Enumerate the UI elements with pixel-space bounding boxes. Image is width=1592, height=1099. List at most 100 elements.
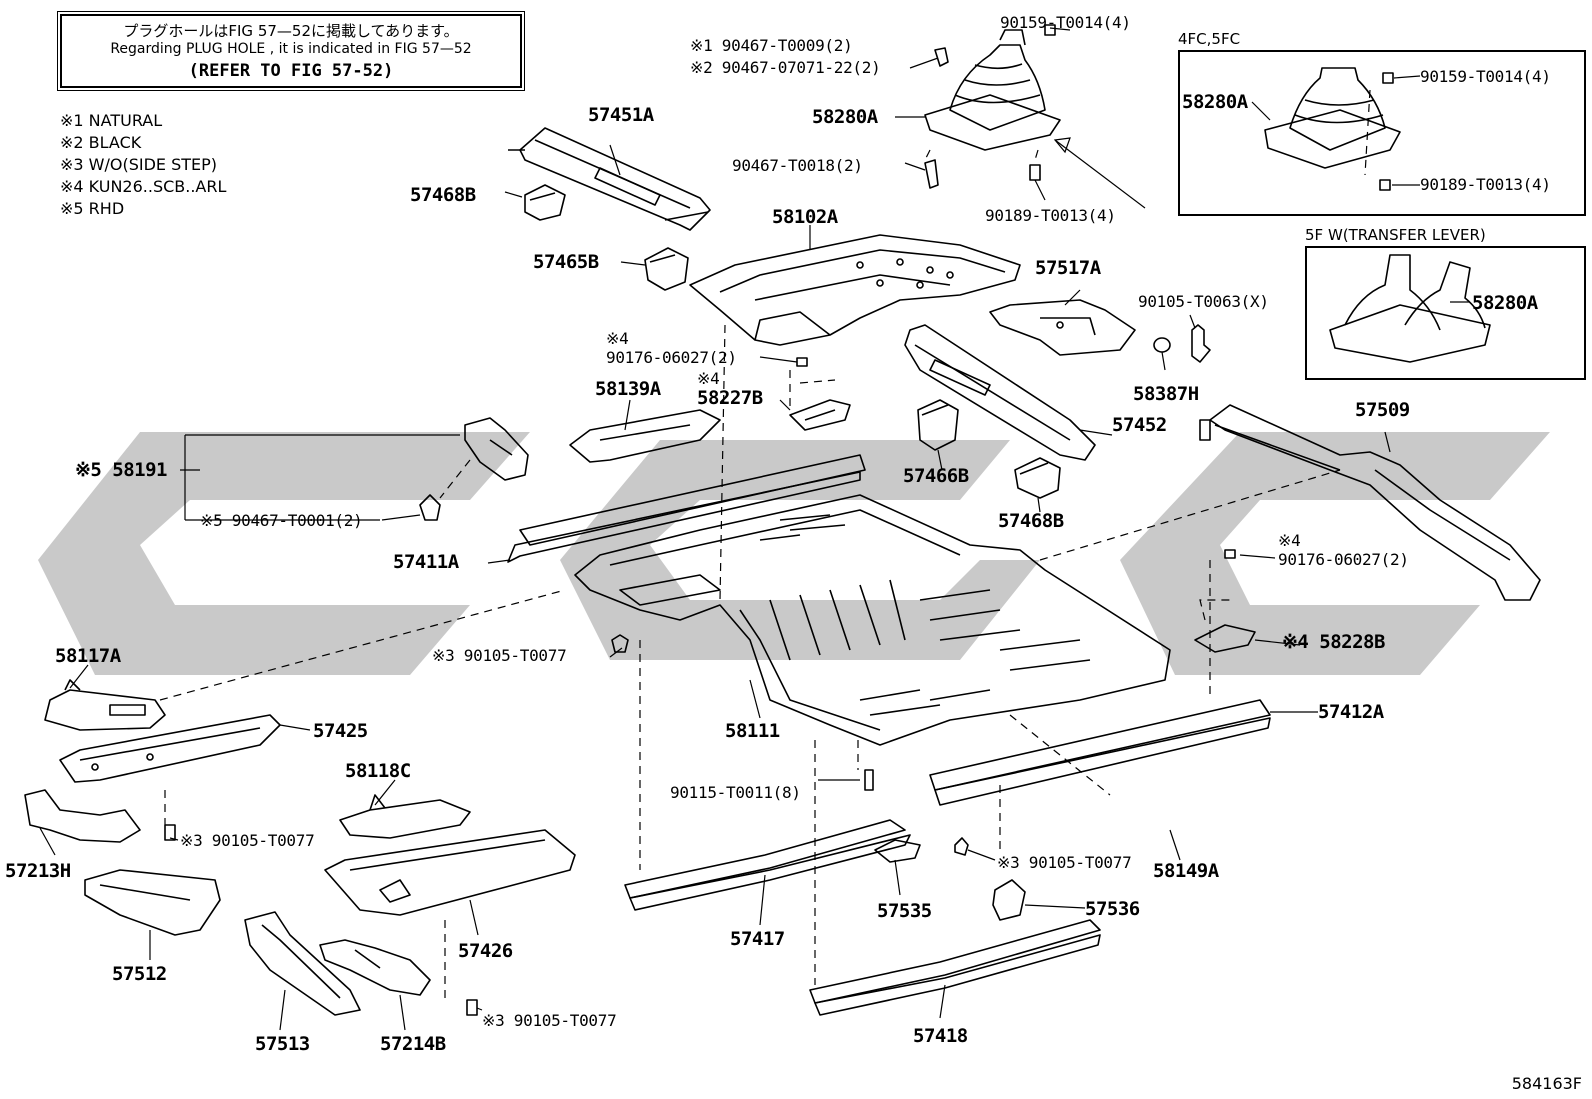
part-57412A-drawing	[929, 699, 1271, 806]
label-57418[interactable]: 57418	[913, 1025, 968, 1047]
part-58280A-main-drawing	[924, 29, 1061, 151]
label-58387H[interactable]: 58387H	[1133, 383, 1199, 405]
label-57465B[interactable]: 57465B	[533, 251, 599, 273]
part-57465B-drawing	[644, 247, 689, 291]
label-58280A-inset2[interactable]: 58280A	[1472, 292, 1538, 314]
label-90189-T0013-inset[interactable]: 90189-T0013(4)	[1420, 175, 1551, 194]
label-mark4-c: ※4	[1278, 531, 1301, 550]
label-57417[interactable]: 57417	[730, 928, 785, 950]
label-mark4-a: ※4	[606, 329, 629, 348]
legend-item-5: ※5 RHD	[60, 199, 125, 218]
label-58117A[interactable]: 58117A	[55, 645, 121, 667]
label-57513[interactable]: 57513	[255, 1033, 310, 1055]
label-90105-T0077-a[interactable]: ※3 90105-T0077	[432, 646, 567, 665]
inset1-box	[1178, 50, 1586, 216]
part-57425-drawing	[59, 714, 281, 783]
part-57418-drawing	[809, 919, 1101, 1016]
part-58228B-drawing	[1194, 549, 1256, 653]
part-58227B-drawing	[789, 357, 851, 431]
label-57213H[interactable]: 57213H	[5, 860, 71, 882]
figure-code: 584163F	[1511, 1074, 1582, 1093]
label-90467-T0018[interactable]: 90467-T0018(2)	[732, 156, 863, 175]
legend-item-3: ※3 W/O(SIDE STEP)	[60, 155, 218, 174]
label-57412A[interactable]: 57412A	[1318, 701, 1384, 723]
label-58191[interactable]: ※5 58191	[75, 459, 168, 481]
label-90105-T0077-d[interactable]: ※3 90105-T0077	[482, 1011, 617, 1030]
watermark-logo	[38, 432, 1550, 675]
part-57517A-drawing	[989, 299, 1136, 356]
part-57213H-drawing	[24, 789, 141, 843]
label-90176-06027-b[interactable]: 90176-06027(2)	[1278, 550, 1409, 569]
label-57535[interactable]: 57535	[877, 900, 932, 922]
label-90115-T0011[interactable]: 90115-T0011(8)	[670, 783, 801, 802]
label-58111[interactable]: 58111	[725, 720, 780, 742]
label-90159-T0014-main[interactable]: 90159-T0014(4)	[1000, 13, 1131, 32]
note-line-japanese: プラグホールはFIG 57—52に掲載してあります。	[123, 22, 459, 40]
part-58111-drawing	[574, 494, 1171, 746]
part-57417-drawing	[624, 819, 911, 911]
label-mark4-b: ※4	[697, 369, 720, 388]
label-57468B-a[interactable]: 57468B	[410, 184, 476, 206]
part-58191-drawing	[419, 417, 529, 521]
label-57466B[interactable]: 57466B	[903, 465, 969, 487]
label-90189-T0013-main[interactable]: 90189-T0013(4)	[985, 206, 1116, 225]
label-90176-06027-a[interactable]: 90176-06027(2)	[606, 348, 737, 367]
label-58118C[interactable]: 58118C	[345, 760, 411, 782]
inset2-caption: 5F W(TRANSFER LEVER)	[1305, 226, 1486, 244]
part-57214B-drawing	[319, 939, 431, 996]
label-58280A-main[interactable]: 58280A	[812, 106, 878, 128]
label-58149A[interactable]: 58149A	[1153, 860, 1219, 882]
part-58102A-drawing	[689, 234, 1021, 346]
label-57411A[interactable]: 57411A	[393, 551, 459, 573]
label-57509[interactable]: 57509	[1355, 399, 1410, 421]
note-line-refer: (REFER TO FIG 57-52)	[188, 61, 394, 81]
label-90159-T0014-inset[interactable]: 90159-T0014(4)	[1420, 67, 1551, 86]
label-90467-T0009[interactable]: ※1 90467-T0009(2)	[690, 36, 853, 55]
label-58139A[interactable]: 58139A	[595, 378, 661, 400]
legend-item-2: ※2 BLACK	[60, 133, 142, 152]
label-58228B[interactable]: ※4 58228B	[1282, 631, 1385, 653]
part-57411A-drawing	[507, 454, 866, 563]
part-58117A-drawing	[44, 679, 166, 731]
label-90105-T0077-c[interactable]: ※3 90105-T0077	[997, 853, 1132, 872]
label-58280A-inset1[interactable]: 58280A	[1182, 91, 1248, 113]
fastener-icons	[164, 24, 1394, 1016]
note-line-english: Regarding PLUG HOLE , it is indicated in…	[110, 41, 472, 57]
inset2-box	[1305, 246, 1586, 380]
label-90467-T0001[interactable]: ※5 90467-T0001(2)	[200, 511, 363, 530]
legend-item-1: ※1 NATURAL	[60, 111, 163, 130]
part-58280A-inset2-drawing	[1329, 254, 1491, 363]
part-57426-drawing	[324, 829, 576, 916]
label-90105-T0063[interactable]: 90105-T0063(X)	[1138, 292, 1269, 311]
part-57468B-b-drawing	[1014, 457, 1061, 499]
part-57512-drawing	[84, 869, 221, 936]
part-57468B-a-drawing	[524, 184, 566, 221]
legend-item-4: ※4 KUN26..SCB..ARL	[60, 177, 227, 196]
leader-lines	[39, 27, 1470, 1031]
dashed-guides	[159, 89, 1371, 1000]
part-57452-drawing	[904, 324, 1096, 461]
part-58280A-inset1-drawing	[1264, 67, 1401, 169]
label-57426[interactable]: 57426	[458, 940, 513, 962]
part-57513-drawing	[244, 911, 361, 1016]
label-57536[interactable]: 57536	[1085, 898, 1140, 920]
label-58227B[interactable]: 58227B	[697, 387, 763, 409]
label-57214B[interactable]: 57214B	[380, 1033, 446, 1055]
label-90467-07071-22[interactable]: ※2 90467-07071-22(2)	[690, 58, 881, 77]
part-57466B-drawing	[917, 399, 959, 451]
part-58139A-drawing	[569, 409, 721, 463]
label-57452[interactable]: 57452	[1112, 414, 1167, 436]
label-57425[interactable]: 57425	[313, 720, 368, 742]
part-57451A-drawing	[508, 127, 711, 231]
part-57509-drawing	[1199, 404, 1541, 601]
part-58118C-drawing	[339, 794, 471, 839]
label-90105-T0077-b[interactable]: ※3 90105-T0077	[180, 831, 315, 850]
label-57468B-b[interactable]: 57468B	[998, 510, 1064, 532]
label-57451A[interactable]: 57451A	[588, 104, 654, 126]
reference-note-box: プラグホールはFIG 57—52に掲載してあります。 Regarding PLU…	[57, 11, 525, 91]
label-57517A[interactable]: 57517A	[1035, 257, 1101, 279]
label-58102A[interactable]: 58102A	[772, 206, 838, 228]
part-57536-drawing	[992, 879, 1026, 921]
label-57512[interactable]: 57512	[112, 963, 167, 985]
